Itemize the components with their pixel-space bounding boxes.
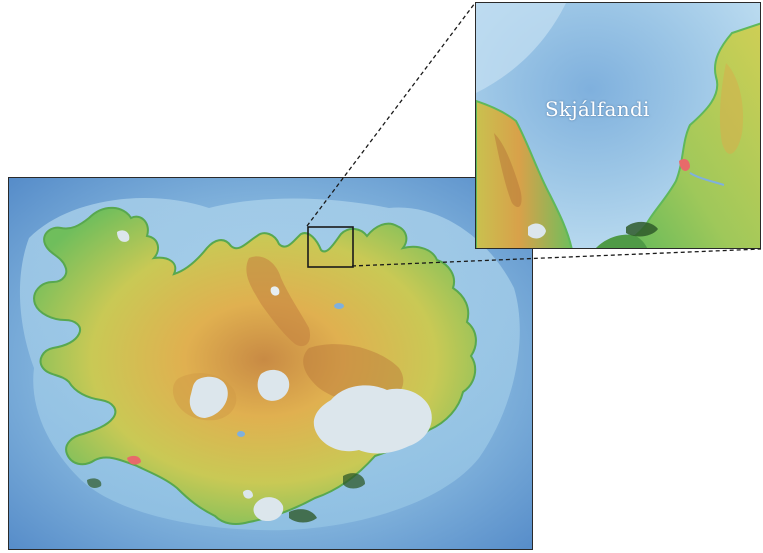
area-of-interest-box[interactable] [307,226,354,268]
iceland-map-graphic [9,178,532,549]
lake-myvatn [334,303,344,309]
west-ridges [494,133,522,208]
urban-reykjavik [127,455,141,465]
river [689,172,725,186]
glacier-myrdalsjokull [253,497,284,522]
shallow-shelf [476,3,566,93]
lava-field-southwest [87,478,102,488]
glacier-drangajokull [117,230,130,242]
glacier-small [243,489,253,499]
glacier-hofsjokull [257,369,290,401]
lava-field-southeast [343,473,365,489]
bay-head-lowland [596,234,648,248]
glacier-trollaskagi [270,286,280,296]
lake-thorisvatn [237,431,245,437]
glacier-vatnajokull [313,385,432,454]
northern-highlands [246,256,311,347]
bay-label: Skjálfandi [545,97,650,121]
east-hills [719,63,744,154]
inset-map[interactable]: Skjálfandi [475,2,761,249]
lava-field-south [289,509,317,523]
inset-map-graphic [476,3,760,248]
town-husavik [679,159,690,171]
inset-glacier [528,223,546,239]
bay-head-lava [626,221,658,237]
iceland-map[interactable] [8,177,533,550]
west-peninsula [476,99,573,248]
glacier-langjokull [189,376,228,418]
